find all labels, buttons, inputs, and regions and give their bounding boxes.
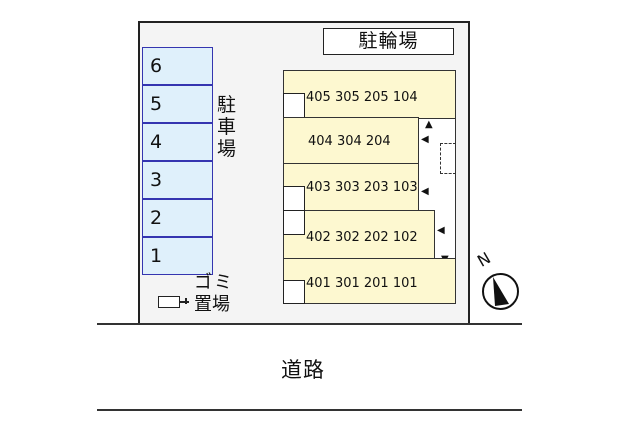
- unit-numbers: 401 301 201 101: [306, 276, 418, 291]
- bicycle-parking-label: 駐輪場: [323, 28, 454, 55]
- parking-label-char: 場: [217, 138, 237, 160]
- entrance-box: [283, 93, 305, 119]
- entrance-box: [283, 210, 305, 235]
- parking-label-char: 駐: [217, 94, 237, 116]
- arrow-left-icon: ◀: [437, 225, 445, 236]
- parking-label: 駐 車 場: [217, 94, 239, 160]
- parking-space-6: 6: [142, 47, 213, 85]
- parking-space-3: 3: [142, 161, 213, 199]
- road-edge-bottom: [97, 409, 522, 411]
- parking-space-5: 5: [142, 85, 213, 123]
- garbage-label-line1: ゴミ: [194, 272, 234, 293]
- building-row-1f: 401 301 201 101: [283, 258, 456, 304]
- building-row-2f: 402 302 202 102: [283, 210, 435, 259]
- parking-space-1: 1: [142, 237, 213, 275]
- dashed-area: [440, 143, 456, 174]
- entrance-box: [283, 186, 305, 211]
- garbage-leader-line: [180, 301, 189, 303]
- unit-numbers: 404 304 204: [308, 134, 391, 149]
- building-row-4f: 404 304 204: [283, 117, 419, 164]
- arrow-up-icon: ▲: [425, 119, 433, 130]
- parking-space-2: 2: [142, 199, 213, 237]
- garbage-leader-tick: [185, 298, 187, 304]
- building-row-3f: 403 303 203 103: [283, 163, 419, 211]
- arrow-left-icon: ◀: [421, 186, 429, 197]
- garbage-bin-icon: [158, 296, 180, 308]
- arrow-left-icon: ◀: [421, 134, 429, 145]
- entrance-box: [283, 280, 305, 304]
- road-label: 道路: [281, 358, 325, 382]
- unit-numbers: 403 303 203 103: [306, 180, 418, 195]
- building-row-5f: 405 305 205 104: [283, 70, 456, 119]
- parking-space-4: 4: [142, 123, 213, 161]
- parking-label-char: 車: [217, 116, 237, 138]
- unit-numbers: 402 302 202 102: [306, 230, 418, 245]
- north-label: N: [474, 248, 494, 271]
- compass-icon: [482, 273, 519, 310]
- unit-numbers: 405 305 205 104: [306, 90, 418, 105]
- road-edge-top: [97, 323, 522, 325]
- garbage-label-line2: 置場: [194, 294, 230, 315]
